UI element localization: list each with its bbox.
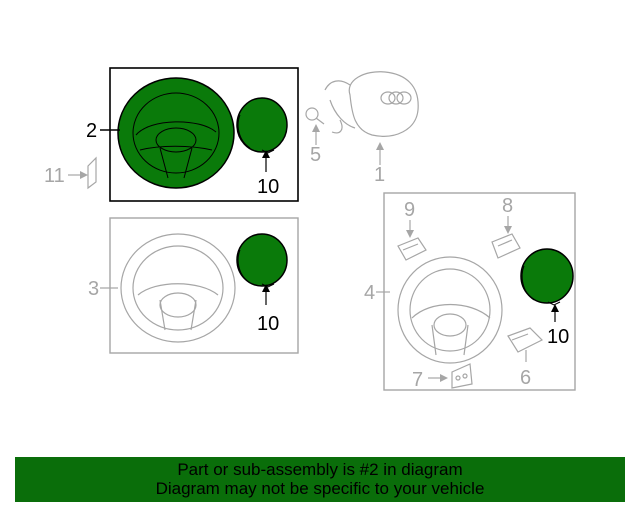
- switch-part-9: [397, 237, 427, 261]
- arrow-10c: [551, 304, 559, 312]
- arrow-5: [312, 124, 320, 132]
- info-banner: Part or sub-assembly is #2 in diagram Di…: [15, 457, 625, 502]
- callout-1: 1: [374, 164, 385, 186]
- arrow-1: [376, 142, 384, 150]
- callout-10a: 10: [257, 176, 279, 198]
- steering-wheel-3: [120, 233, 236, 343]
- callout-11: 11: [44, 165, 65, 187]
- horn-pad-highlighted-bottom[interactable]: [520, 248, 574, 306]
- callout-3: 3: [88, 278, 99, 300]
- steering-wheel-highlighted[interactable]: [117, 77, 235, 189]
- arrow-9: [406, 230, 414, 238]
- callout-7: 7: [412, 369, 423, 391]
- trim-part-6: [507, 327, 544, 353]
- callout-9: 9: [404, 199, 415, 221]
- trim-part-7: [451, 363, 473, 389]
- callout-10c: 10: [547, 326, 569, 348]
- bolt-part-5: [305, 107, 325, 125]
- arrow-10b: [262, 284, 270, 292]
- horn-pad-highlighted-top[interactable]: [236, 97, 288, 154]
- arrow-7: [440, 374, 448, 382]
- arrow-11: [80, 171, 88, 179]
- callout-5: 5: [310, 144, 321, 166]
- switch-part-8: [491, 233, 521, 259]
- arrow-8: [504, 226, 512, 234]
- callout-10b: 10: [257, 313, 279, 335]
- callout-6: 6: [520, 367, 531, 389]
- airbag-part-1: [324, 71, 419, 137]
- callout-8: 8: [502, 195, 513, 217]
- callout-2: 2: [86, 120, 97, 142]
- banner-line-2: Diagram may not be specific to your vehi…: [155, 479, 485, 498]
- banner-line-1: Part or sub-assembly is #2 in diagram: [177, 460, 463, 479]
- horn-pad-highlighted-middle[interactable]: [236, 233, 288, 288]
- clip-part-11: [87, 156, 97, 190]
- steering-wheel-4: [397, 256, 503, 364]
- callout-4: 4: [364, 282, 375, 304]
- arrow-10a: [262, 150, 270, 158]
